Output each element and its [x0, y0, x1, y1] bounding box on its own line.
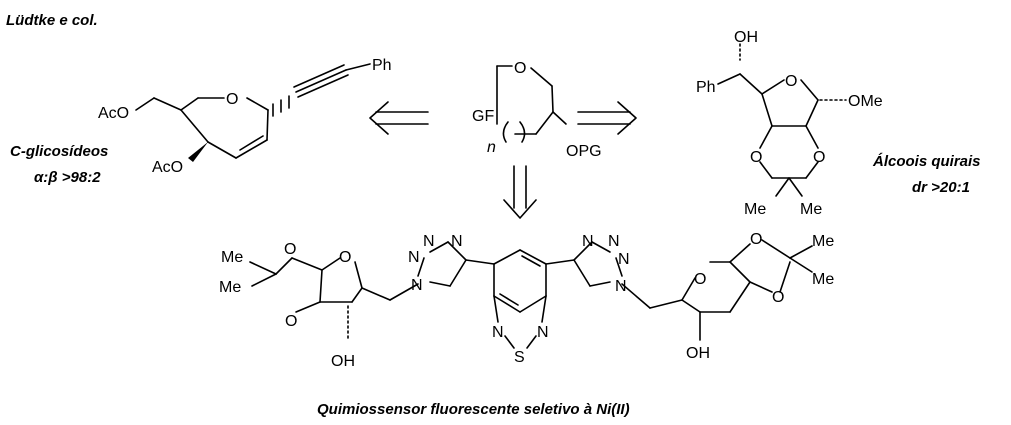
phenyl-label-right: Ph — [696, 79, 716, 96]
sensor-acetonide-oxygen-left-top: O — [284, 241, 296, 258]
acetoxy-label-top: AcO — [98, 105, 129, 122]
triazole-right-n3: N — [618, 251, 630, 268]
sensor-methyl-left-b: Me — [219, 279, 241, 296]
sensor-sugar-oxygen-left: O — [339, 249, 351, 266]
triazole-right-n1: N — [582, 233, 594, 250]
sensor-hydroxyl-left: OH — [331, 353, 355, 370]
opg-label: OPG — [566, 143, 602, 160]
diastereomeric-ratio-caption: dr >20:1 — [912, 179, 970, 196]
acetoxy-label-bottom: AcO — [152, 159, 183, 176]
c-glycosides-caption: C-glicosídeos — [10, 143, 108, 160]
methyl-label-a: Me — [744, 201, 766, 218]
retro-arrow-down — [503, 165, 537, 219]
chemosensor-structure — [249, 239, 813, 349]
methoxy-label: OMe — [848, 93, 883, 110]
gf-label: GF — [472, 108, 494, 125]
triazole-left-n1: N — [408, 249, 420, 266]
thiadiazole-n-left: N — [492, 324, 504, 341]
c-glycoside-structure: O Ph AcO AcO — [98, 57, 392, 176]
ring-oxygen-label: O — [226, 91, 238, 108]
methyl-label-b: Me — [800, 201, 822, 218]
sensor-acetonide-oxygen-right-bottom: O — [772, 289, 784, 306]
sensor-acetonide-oxygen-left-bottom: O — [285, 313, 297, 330]
sensor-methyl-right-a: Me — [812, 233, 834, 250]
chemosensor-caption: Quimiossensor fluorescente seletivo à Ni… — [317, 401, 630, 418]
retro-arrow-left — [369, 101, 429, 135]
acetonide-oxygen-left: O — [750, 149, 762, 166]
triazole-right-n4: N — [615, 278, 627, 295]
sensor-hydroxyl-right: OH — [686, 345, 710, 362]
sensor-methyl-left-a: Me — [221, 249, 243, 266]
chiral-alcohols-caption: Álcoois quirais — [872, 153, 981, 170]
furanose-oxygen-label: O — [785, 73, 797, 90]
triazole-left-n4: N — [411, 277, 423, 294]
thiadiazole-sulfur: S — [514, 349, 525, 366]
chiral-alcohol-structure: OH Ph O OMe O O Me Me — [696, 29, 883, 218]
anomeric-selectivity-caption: α:β >98:2 — [34, 169, 101, 186]
retro-arrow-right — [577, 101, 637, 135]
sensor-sugar-oxygen-right: O — [694, 271, 706, 288]
sensor-methyl-right-b: Me — [812, 271, 834, 288]
triazole-left-n2: N — [423, 233, 435, 250]
hydroxyl-label-right: OH — [734, 29, 758, 46]
acetonide-oxygen-right: O — [813, 149, 825, 166]
sensor-acetonide-oxygen-right-top: O — [750, 231, 762, 248]
triazole-right-n2: N — [608, 233, 620, 250]
phenyl-label: Ph — [372, 57, 392, 74]
triazole-left-n3: N — [451, 233, 463, 250]
thiadiazole-n-right: N — [537, 324, 549, 341]
scaffold-oxygen-label: O — [514, 60, 526, 77]
generic-scaffold-structure: GF O OPG n — [472, 60, 602, 160]
citation-title: Lüdtke e col. — [6, 12, 98, 29]
n-index-label: n — [487, 139, 496, 156]
